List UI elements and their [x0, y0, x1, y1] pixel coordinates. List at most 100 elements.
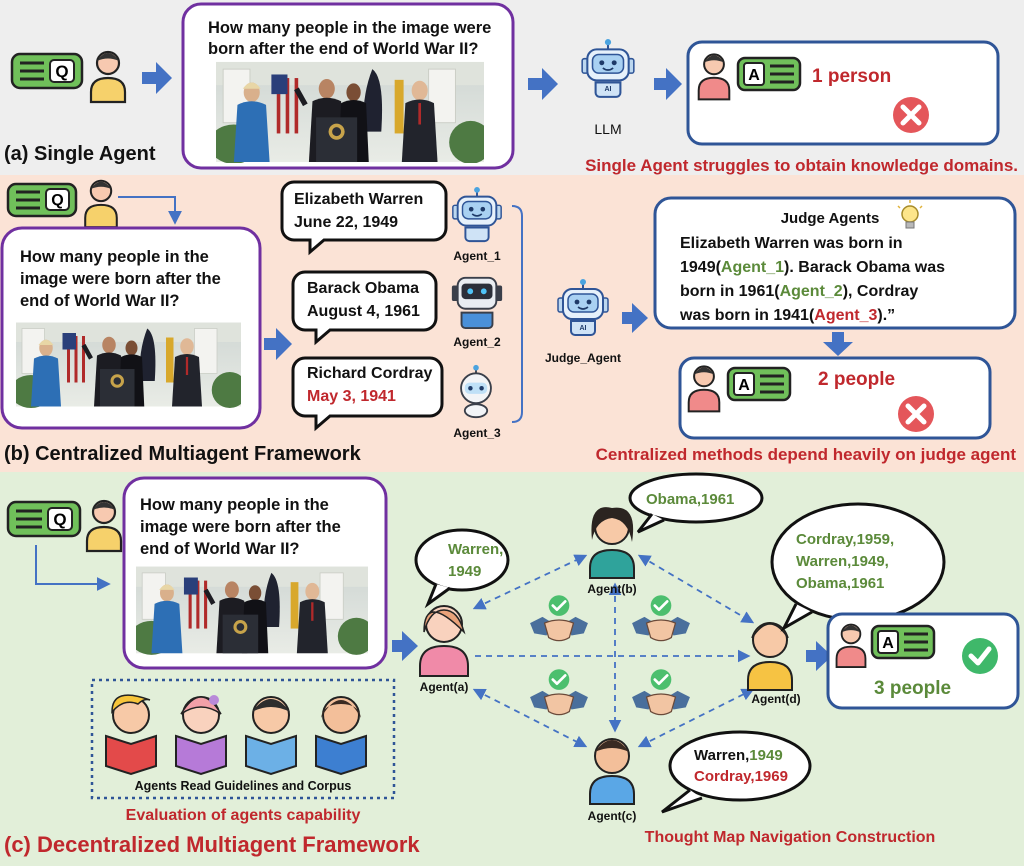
- judge-agent-label: Judge_Agent: [545, 351, 621, 365]
- answer-box-a: [686, 40, 1000, 146]
- question-chip: Q: [6, 500, 82, 538]
- agent-d-bubble-line-3: Obama,1961: [796, 575, 884, 592]
- agent-3-label: Agent_3: [453, 426, 501, 440]
- agent-b-label: Agent(b): [587, 582, 636, 596]
- question-chip: Q: [10, 52, 84, 90]
- section-b-title: (b) Centralized Multiagent Framework: [4, 443, 362, 465]
- answer-a-text: 1 person: [812, 66, 891, 87]
- agent-a-label: Agent(a): [420, 680, 469, 694]
- answer-chip: A: [736, 56, 802, 92]
- agent-2-date: August 4, 1961: [307, 303, 420, 320]
- press-conference-photo: [209, 62, 492, 164]
- judge-line-2-c: ). Barack Obama was: [784, 259, 945, 276]
- arrow-down-icon: [823, 332, 853, 356]
- judge-line-1: Elizabeth Warren was born in: [680, 235, 903, 252]
- agent-3-bubble: Richard Cordray May 3, 1941: [291, 356, 444, 432]
- arrow-icon: [392, 631, 418, 661]
- agent-d-bubble-line-1: Cordray,1959,: [796, 531, 894, 548]
- arrow-icon: [806, 641, 832, 671]
- agent-c-bubble-line-1: Warren,1949: [694, 747, 783, 764]
- agent-c-bubble: Warren,1949 Cordray,1969: [661, 730, 812, 814]
- arrow-icon: [528, 68, 558, 100]
- question-line-3: end of World War II?: [20, 292, 180, 310]
- connector-arrow: [118, 196, 182, 225]
- arrow-icon: [654, 68, 682, 100]
- agent-network-edges: [472, 554, 755, 748]
- judge-line-3-a: born in 1961(: [680, 283, 780, 300]
- guidelines-text: Agents Read Guidelines and Corpus: [135, 779, 352, 793]
- section-b-note: Centralized methods depend heavily on ju…: [596, 445, 1017, 464]
- agent-1-person: Elizabeth Warren: [294, 191, 423, 208]
- agent-3-date: May 3, 1941: [307, 388, 396, 405]
- agent-2-label: Agent_2: [453, 335, 501, 349]
- agent-b-bubble-text: Obama,1961: [646, 491, 734, 508]
- agent-c-bubble-line-1-a: Warren,: [694, 747, 749, 764]
- section-a-title: (a) Single Agent: [4, 143, 156, 165]
- agent-a-bubble: Warren, 1949: [414, 528, 510, 609]
- answer-chip-letter: A: [738, 377, 750, 394]
- agent-a-avatar: [419, 605, 469, 677]
- section-c-title: (c) Decentralized Multiagent Framework: [4, 832, 420, 857]
- agent-c-bubble-line-1-b: 1949: [749, 747, 782, 764]
- reader-icon: [105, 694, 157, 776]
- question-text: How many people in the image were born a…: [208, 19, 496, 58]
- agent-1-date: June 22, 1949: [294, 214, 398, 231]
- llm-badge: AI: [605, 86, 612, 93]
- question-line-1: How many people in the: [20, 248, 209, 266]
- agents-bracket: [511, 205, 523, 423]
- wrong-icon: [893, 97, 929, 133]
- agent-3-person: Richard Cordray: [307, 365, 432, 382]
- answer-b-text: 2 people: [818, 369, 895, 390]
- llm-label: LLM: [594, 121, 621, 137]
- arrow-icon: [264, 328, 292, 360]
- agent-c-avatar: [589, 738, 635, 805]
- arrow-icon: [142, 62, 172, 94]
- question-line-2: image were born after the: [140, 518, 341, 536]
- judge-line-4-c: ).”: [877, 307, 895, 324]
- arrow-icon: [622, 303, 648, 333]
- agent-2-bubble: Barack Obama August 4, 1961: [291, 270, 438, 346]
- question-line-1: How many people in the image were: [208, 19, 491, 37]
- answer-c-text: 3 people: [874, 678, 951, 699]
- agent-d-bubble-line-2: Warren,1949,: [796, 553, 889, 570]
- question-chip-letter: Q: [51, 192, 63, 209]
- press-conference-photo: [10, 323, 248, 409]
- question-text: How many people in the image were born a…: [20, 248, 225, 310]
- agent-a-bubble-line-1: Warren,: [448, 541, 503, 558]
- judge-line-3-c: ), Cordray: [843, 283, 919, 300]
- question-line-2: image were born after the: [20, 270, 221, 288]
- agent-c-bubble-line-2: Cordray,1969: [694, 768, 788, 785]
- agent-b-bubble: Obama,1961: [628, 472, 764, 534]
- agent-1-bubble: Elizabeth Warren June 22, 1949: [280, 180, 448, 256]
- question-text: How many people in the image were born a…: [140, 496, 345, 558]
- judge-box-title: Judge Agents: [781, 210, 880, 227]
- judge-badge: AI: [580, 325, 587, 332]
- correct-icon: [962, 638, 998, 674]
- judge-line-4-a: was born in 1941(: [679, 307, 815, 324]
- reader-icon: [315, 696, 367, 776]
- question-chip-letter: Q: [53, 510, 66, 529]
- agent-d-avatar: [747, 622, 793, 691]
- nav-note: Thought Map Navigation Construction: [645, 829, 936, 846]
- answer-chip-letter: A: [748, 67, 760, 84]
- reader-icon: [245, 696, 297, 776]
- agent-a-bubble-line-2: 1949: [448, 563, 481, 580]
- agent-1-label: Agent_1: [453, 249, 501, 263]
- connector-arrow: [35, 545, 111, 591]
- question-chip: Q: [6, 182, 78, 218]
- judge-summary-box: [653, 196, 1017, 330]
- question-chip-letter: Q: [55, 62, 68, 81]
- section-a-note: Single Agent struggles to obtain knowled…: [585, 156, 1018, 175]
- question-line-2: born after the end of World War II?: [208, 40, 478, 58]
- answer-chip: A: [870, 624, 936, 660]
- agent-d-label: Agent(d): [751, 692, 800, 706]
- judge-line-4-agent: Agent_3: [814, 307, 877, 324]
- judge-text: Elizabeth Warren was born in 1949(Agent_…: [679, 235, 949, 324]
- wrong-icon: [898, 396, 934, 432]
- judge-line-2-a: 1949(: [680, 259, 722, 276]
- judge-line-2-agent: Agent_1: [721, 259, 784, 276]
- lightbulb-icon: [897, 200, 923, 229]
- question-line-1: How many people in the: [140, 496, 329, 514]
